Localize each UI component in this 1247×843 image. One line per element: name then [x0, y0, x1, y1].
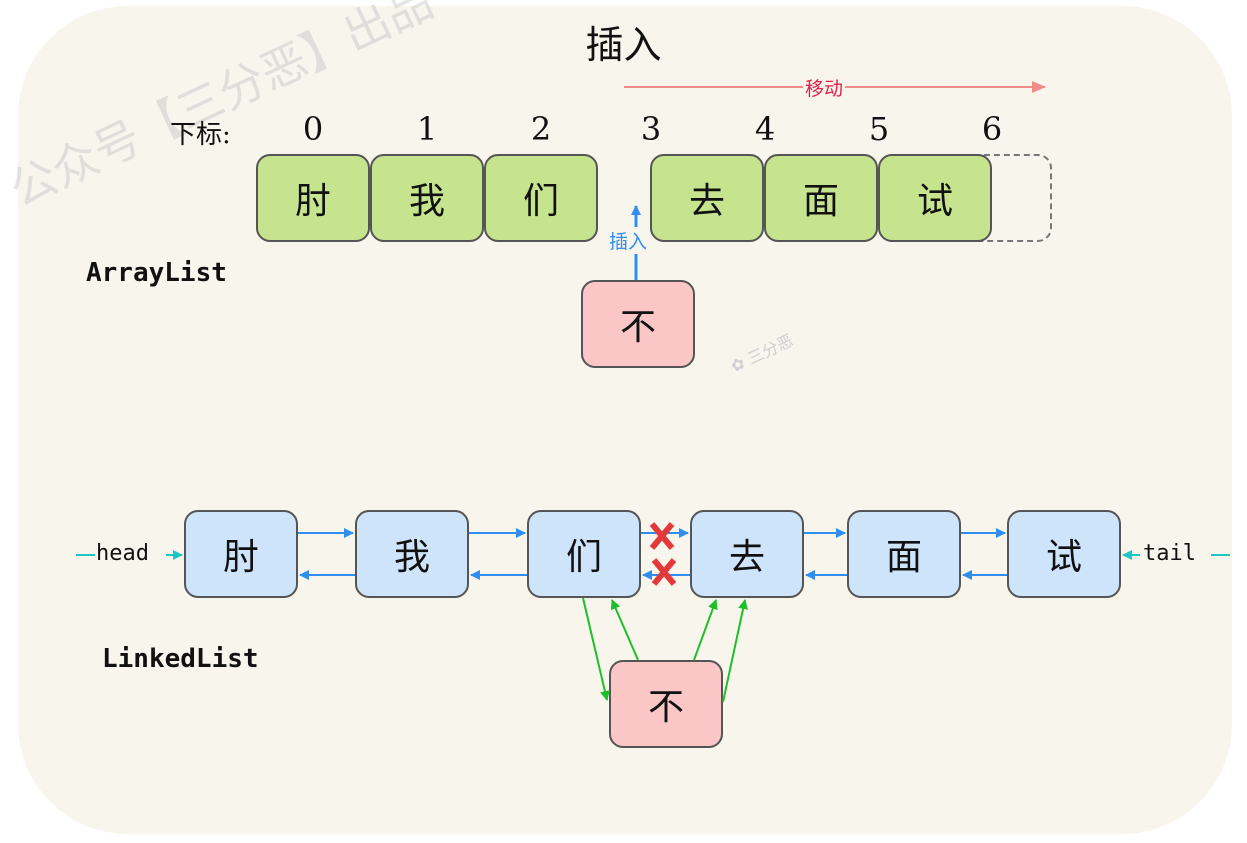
linked-node-5: 试 [1007, 510, 1121, 598]
insert-label: 插入 [607, 227, 650, 254]
diagram-title: 插入 [585, 23, 662, 67]
index-4: 4 [754, 110, 776, 148]
index-1: 1 [416, 110, 438, 148]
index-6: 6 [981, 110, 1003, 148]
linked-node-4: 面 [847, 510, 961, 598]
head-label: head [96, 541, 149, 566]
linked-new-node: 不 [609, 660, 723, 748]
linked-node-1: 我 [355, 510, 469, 598]
broken-link-x-top [649, 522, 675, 550]
index-label: 下标: [170, 120, 231, 150]
new-link-next-to-new [722, 599, 748, 703]
linked-node-3: 去 [690, 510, 804, 598]
linked-node-2: 们 [527, 510, 641, 598]
array-cell-4: 面 [764, 154, 878, 242]
array-cell-1: 我 [370, 154, 484, 242]
index-5: 5 [868, 110, 890, 148]
new-link-new-to-prev [610, 599, 639, 661]
tail-label: tail [1143, 541, 1196, 566]
array-cell-2: 们 [484, 154, 598, 242]
linked-node-0: 肘 [184, 510, 298, 598]
broken-link-x-bottom [651, 558, 677, 586]
array-new-cell: 不 [581, 280, 695, 368]
index-2: 2 [530, 110, 552, 148]
array-cell-0: 肘 [256, 154, 370, 242]
new-link-prev-to-new [582, 597, 610, 701]
array-cell-5: 试 [878, 154, 992, 242]
index-0: 0 [302, 110, 324, 148]
arraylist-label: ArrayList [86, 258, 227, 288]
index-3: 3 [640, 110, 662, 148]
new-link-new-to-next [693, 599, 718, 661]
array-cell-3: 去 [650, 154, 764, 242]
linkedlist-label: LinkedList [102, 644, 259, 674]
move-label: 移动 [803, 74, 846, 101]
